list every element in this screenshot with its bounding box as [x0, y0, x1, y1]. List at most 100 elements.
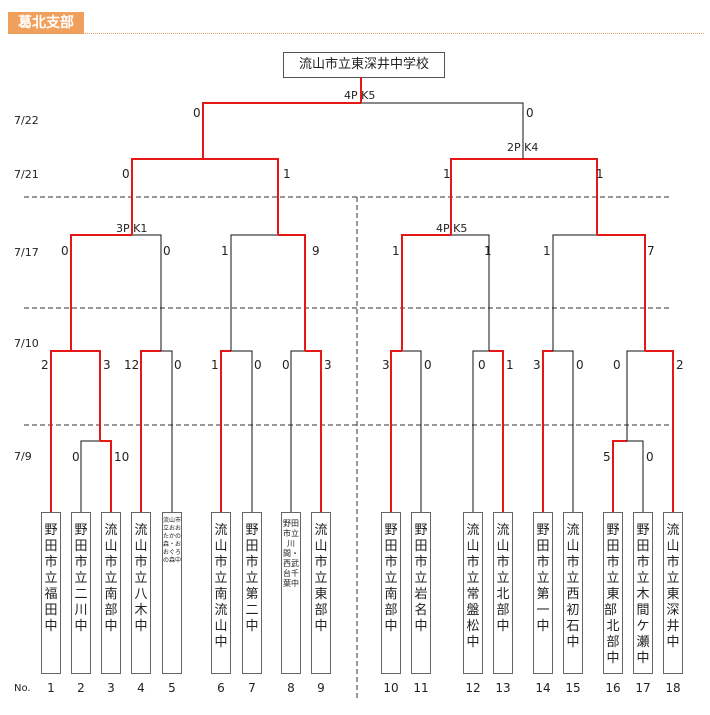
- team-number: 9: [317, 681, 325, 695]
- r1-m5-winner: [390, 350, 402, 512]
- score: 0: [646, 450, 654, 464]
- score: 1: [543, 244, 551, 258]
- team-name: 野田市立木間ケ瀬中: [636, 523, 650, 666]
- team-name: 野田市立東部・北部中: [604, 523, 622, 666]
- score: 1: [443, 167, 451, 181]
- score: 9: [312, 244, 320, 258]
- r2-m2-loser: [230, 234, 278, 351]
- team-name: 流山市立東部中: [314, 523, 328, 634]
- team-name: 流山市立八木中: [134, 523, 148, 634]
- team-box: 野田市立川間・西武台千葉中: [281, 512, 301, 674]
- team-box: 野田市立木間ケ瀬中: [633, 512, 653, 674]
- r2-m2-winner: [278, 234, 306, 351]
- team-number: 2: [77, 681, 85, 695]
- team-box: 流山市立おおたかの森・おおぐろの森中: [162, 512, 182, 674]
- r3-m2-loser: [450, 158, 523, 235]
- team-name: 流山市立西初石中: [566, 523, 580, 650]
- r1-m8-winner: [645, 350, 674, 512]
- team-name: 流山市立常盤松中: [466, 523, 480, 650]
- team-box: 野田市立福田中: [41, 512, 61, 674]
- r3-m2-winner: [523, 158, 598, 235]
- team-name: 野田市立川間・西武台千葉中: [283, 519, 299, 588]
- team-name: 流山市立東深井中: [666, 523, 680, 650]
- score: 0: [613, 358, 621, 372]
- date-label: 7/9: [14, 450, 32, 463]
- team-number: 8: [287, 681, 295, 695]
- date-label: 7/10: [14, 337, 39, 350]
- team-box: 野田市立二川中: [71, 512, 91, 674]
- r1-m8-loser: [626, 350, 645, 441]
- score: 1: [506, 358, 514, 372]
- team-name: 野田市立二川中: [74, 523, 88, 634]
- r1-m7-loser: [553, 350, 574, 512]
- r1-m6-winner: [489, 350, 504, 512]
- score: 0: [61, 244, 69, 258]
- team-number: 5: [168, 681, 176, 695]
- team-box: 流山市立南部中: [101, 512, 121, 674]
- r1-m1-winner: [50, 350, 71, 512]
- r1-m3-loser: [231, 350, 253, 512]
- score: 0: [478, 358, 486, 372]
- team-box: 野田市立東部・北部中: [603, 512, 623, 674]
- score: 10: [114, 450, 130, 464]
- team-box: 野田市立第二中: [242, 512, 262, 674]
- r3-m1-winner: [131, 158, 203, 235]
- team-number: 15: [565, 681, 581, 695]
- r2-m4-loser: [552, 234, 597, 351]
- score: 0: [72, 450, 80, 464]
- team-name: 流山市立南部中: [104, 523, 118, 634]
- r1-m2-winner: [140, 350, 161, 512]
- team-name: 野田市立第二中: [245, 523, 259, 634]
- team-number: 6: [217, 681, 225, 695]
- section-divider: [8, 33, 704, 34]
- r0-m1-winner: [100, 440, 112, 512]
- r0-m2-loser: [627, 440, 644, 512]
- r0-m2-winner: [612, 440, 627, 512]
- team-number: 4: [137, 681, 145, 695]
- team-box: 流山市立東深井中: [663, 512, 683, 674]
- team-box: 流山市立東部中: [311, 512, 331, 674]
- team-number: 16: [605, 681, 621, 695]
- team-box: 野田市立南部中: [381, 512, 401, 674]
- pk-note-r3-right: 2P K4: [507, 141, 539, 154]
- team-number: 10: [383, 681, 399, 695]
- r1-m7-winner: [542, 350, 553, 512]
- pk-note-final: 4P K5: [344, 89, 376, 102]
- team-number: 3: [107, 681, 115, 695]
- r1-m4-loser: [290, 350, 305, 512]
- score: 1: [596, 167, 604, 181]
- score: 7: [647, 244, 655, 258]
- score: 3: [324, 358, 332, 372]
- score: 0: [193, 106, 201, 120]
- score: 0: [282, 358, 290, 372]
- r1-m2-loser: [161, 350, 173, 512]
- date-label: 7/22: [14, 114, 39, 127]
- score: 1: [221, 244, 229, 258]
- score: 3: [103, 358, 111, 372]
- score: 0: [254, 358, 262, 372]
- score: 5: [603, 450, 611, 464]
- r3-m1-loser: [203, 158, 279, 235]
- r1-m1-loser: [71, 350, 101, 441]
- date-label: 7/21: [14, 168, 39, 181]
- r0-m1-loser: [80, 440, 100, 512]
- team-box: 流山市立八木中: [131, 512, 151, 674]
- section-title: 葛北支部: [8, 12, 84, 34]
- score: 1: [392, 244, 400, 258]
- team-number: 13: [495, 681, 511, 695]
- team-box: 野田市立岩名中: [411, 512, 431, 674]
- score: 1: [211, 358, 219, 372]
- team-number: 7: [248, 681, 256, 695]
- score: 12: [124, 358, 140, 372]
- team-name: 野田市立第一中: [536, 523, 550, 634]
- team-box: 流山市立常盤松中: [463, 512, 483, 674]
- team-number: 18: [665, 681, 681, 695]
- r2-m1-winner: [70, 234, 132, 351]
- team-box: 野田市立第一中: [533, 512, 553, 674]
- score: 0: [122, 167, 130, 181]
- score: 2: [41, 358, 49, 372]
- score: 1: [283, 167, 291, 181]
- team-name: 流山市立北部中: [496, 523, 510, 634]
- score: 0: [174, 358, 182, 372]
